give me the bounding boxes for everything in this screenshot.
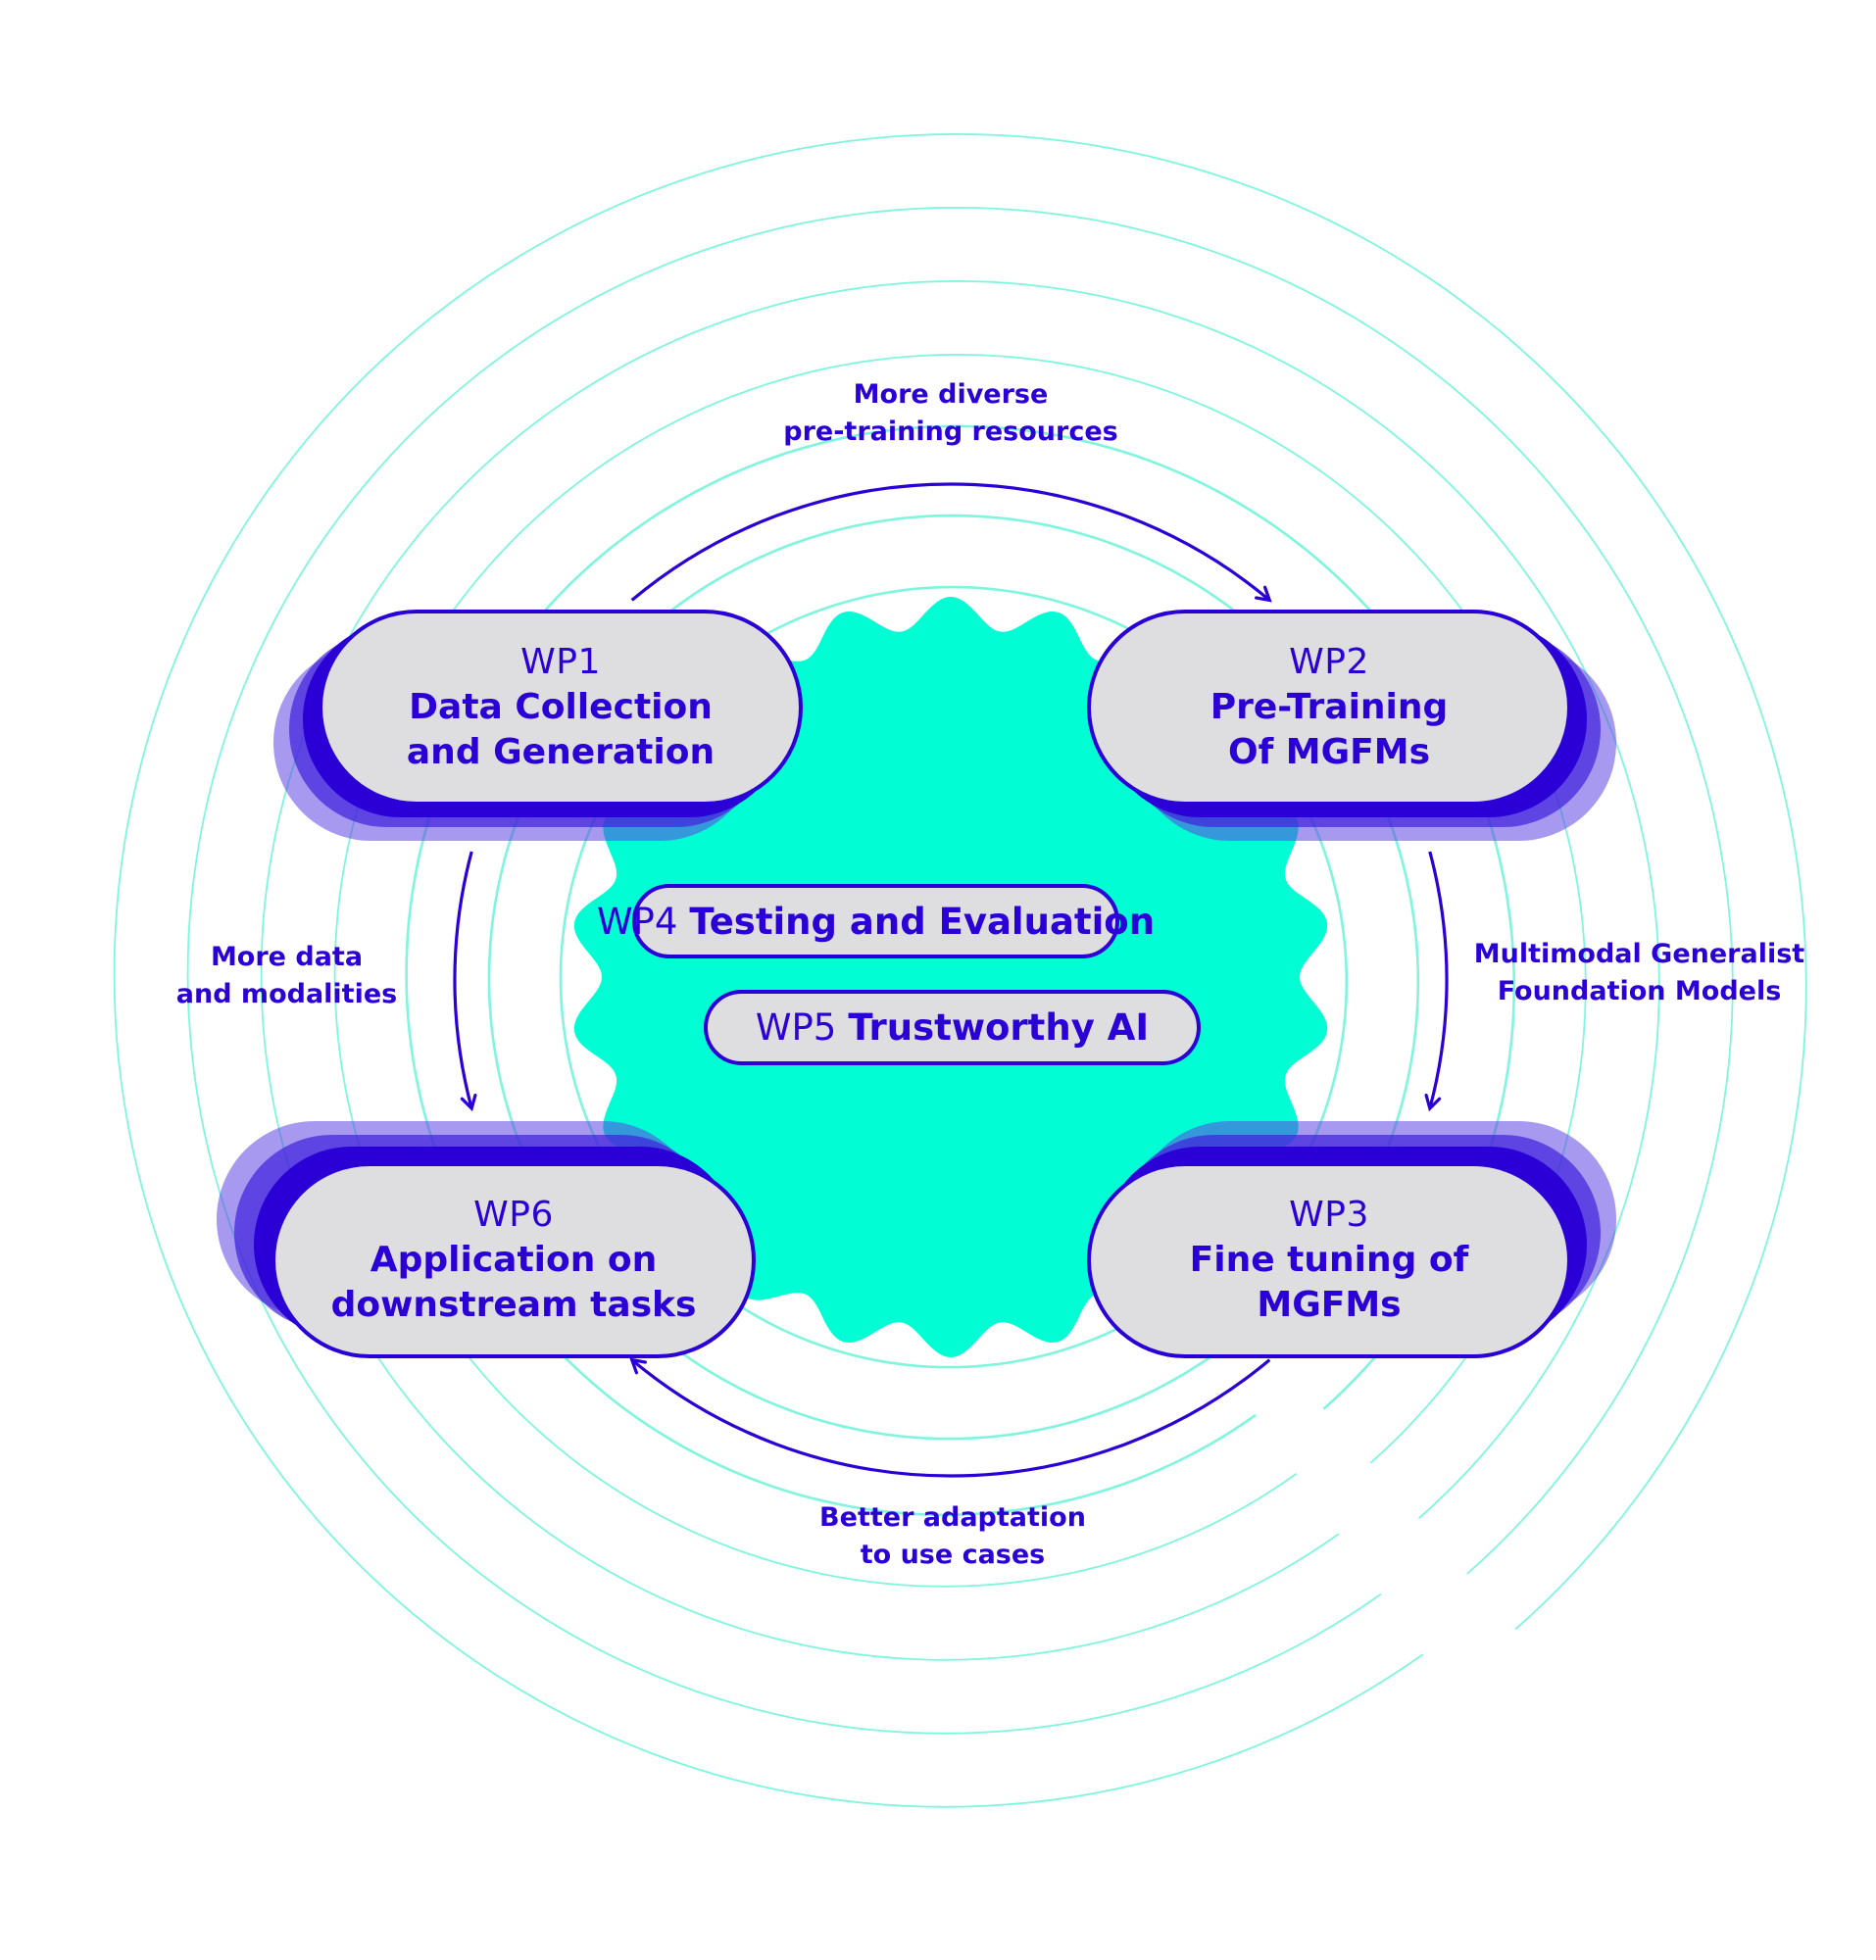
wp3-pill: WP3 Fine tuning of MGFMs: [1087, 1162, 1571, 1358]
flow-label-top: More diverse pre-training resources: [755, 376, 1147, 451]
ring: [113, 132, 1807, 1808]
wp1-code: WP1: [520, 642, 601, 682]
wp6-pill: WP6 Application on downstream tasks: [272, 1162, 756, 1358]
wp3-title-line2: MGFMs: [1257, 1285, 1402, 1325]
ring: [186, 206, 1734, 1735]
wp2-title-line1: Pre-Training: [1210, 687, 1449, 727]
flow-label-top-line2: pre-training resources: [783, 416, 1118, 447]
flow-label-left-line1: More data: [210, 942, 364, 972]
wp3-code: WP3: [1289, 1195, 1369, 1235]
cycle-arrows: [453, 482, 1449, 1478]
arrow-wp2-to-wp3: [1428, 851, 1449, 1109]
wp2-title-line2: Of MGFMs: [1227, 732, 1430, 772]
wp4-pill[interactable]: WP4 Testing and Evaluation: [597, 884, 1155, 958]
wp1-pill: WP1 Data Collection and Generation: [319, 610, 803, 806]
ring: [405, 424, 1516, 1517]
wp6-title-line1: Application on: [370, 1240, 658, 1280]
arrow-wp1-to-wp2: [630, 482, 1271, 602]
arrow-wp1-to-wp2-head-icon: [1255, 585, 1272, 603]
ring: [333, 353, 1587, 1588]
wp2-code: WP2: [1289, 642, 1369, 682]
wp5-title: Trustworthy AI: [848, 1006, 1150, 1049]
wp6-title-line2: downstream tasks: [330, 1285, 697, 1325]
arrow-wp6-to-wp1-head-icon: [460, 1094, 477, 1112]
flow-label-left-line2: and modalities: [175, 979, 398, 1009]
wp6-code: WP6: [473, 1195, 554, 1235]
flow-label-right-line2: Foundation Models: [1497, 976, 1782, 1006]
wp3-card[interactable]: WP3 Fine tuning of MGFMs: [1087, 1121, 1616, 1358]
concentric-rings: [113, 132, 1807, 1808]
flow-label-left: More data and modalities: [147, 939, 426, 1013]
flow-label-bottom-line1: Better adaptation: [819, 1502, 1086, 1533]
wp5-code: WP5: [755, 1006, 837, 1049]
flow-label-top-line1: More diverse: [853, 379, 1049, 410]
wp2-card[interactable]: WP2 Pre-Training Of MGFMs: [1087, 610, 1616, 841]
arrow-wp2-to-wp3-head-icon: [1424, 1094, 1442, 1112]
flow-label-bottom-line2: to use cases: [860, 1540, 1046, 1570]
arrow-wp3-to-wp6: [630, 1358, 1271, 1478]
wp4-code: WP4: [596, 900, 678, 943]
wp6-card[interactable]: WP6 Application on downstream tasks: [217, 1121, 756, 1358]
wp5-pill[interactable]: WP5 Trustworthy AI: [704, 990, 1201, 1065]
wp2-pill: WP2 Pre-Training Of MGFMs: [1087, 610, 1571, 806]
wp1-title-line1: Data Collection: [409, 687, 713, 727]
arrow-wp6-to-wp1: [453, 851, 473, 1109]
wp3-title-line1: Fine tuning of: [1189, 1240, 1469, 1280]
flow-label-right: Multimodal Generalist Foundation Models: [1451, 936, 1828, 1010]
wp1-card[interactable]: WP1 Data Collection and Generation: [273, 610, 803, 841]
ring: [260, 279, 1660, 1661]
flow-label-right-line1: Multimodal Generalist: [1473, 939, 1805, 969]
wp1-title-line2: and Generation: [406, 732, 716, 772]
wp4-title: Testing and Evaluation: [689, 900, 1156, 943]
flow-label-bottom: Better adaptation to use cases: [757, 1499, 1149, 1574]
arrow-wp3-to-wp6-head-icon: [629, 1357, 647, 1375]
